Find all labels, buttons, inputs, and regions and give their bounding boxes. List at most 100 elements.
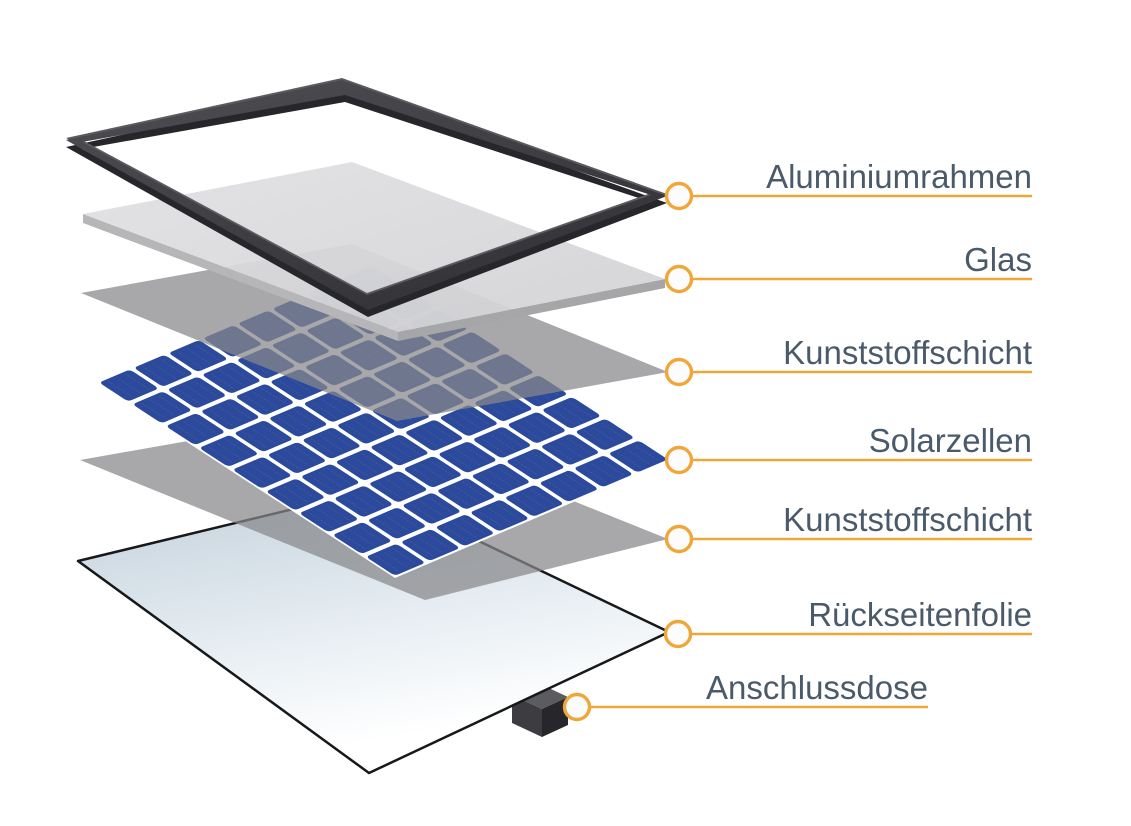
- cell-busbar: [431, 424, 455, 440]
- cell-busbar: [385, 515, 409, 531]
- cell-busbar: [414, 431, 438, 447]
- cell-busbar: [480, 475, 504, 491]
- cell-busbar: [152, 363, 176, 379]
- cell-busbar: [226, 439, 250, 455]
- cell-busbar: [635, 445, 659, 461]
- cell-busbar: [422, 428, 446, 444]
- callout-aluminium-frame: Aluminiumrahmen: [664, 158, 1032, 211]
- callout-plastic-lower: Kunststoffschicht: [664, 501, 1032, 554]
- layer-label-solar-cells: Solarzellen: [869, 422, 1032, 459]
- cell-busbar: [600, 460, 624, 476]
- cell-busbar: [453, 522, 477, 538]
- cell-busbar: [288, 377, 312, 393]
- cell-busbar: [376, 519, 400, 535]
- cell-busbar: [160, 359, 184, 375]
- cell-busbar: [108, 381, 132, 397]
- cell-busbar: [534, 416, 558, 432]
- cell-busbar: [276, 454, 300, 470]
- cell-busbar: [488, 508, 512, 524]
- cell-busbar: [142, 403, 166, 419]
- cell-busbar: [418, 537, 442, 553]
- cell-busbar: [522, 493, 546, 509]
- cell-busbar: [353, 457, 377, 473]
- cell-busbar: [228, 366, 252, 382]
- cell-busbar: [185, 385, 209, 401]
- cell-busbar: [195, 345, 219, 361]
- junction-box-side-face: [542, 697, 568, 737]
- cell-busbar: [462, 519, 486, 535]
- plastic-layer-upper: [81, 244, 668, 421]
- cell-busbar: [275, 490, 299, 506]
- aluminium-frame: [66, 78, 667, 317]
- cell-busbar: [379, 446, 403, 462]
- cell-busbar: [592, 463, 616, 479]
- cell-busbar: [515, 460, 539, 476]
- cell-busbar: [321, 399, 345, 415]
- layer-label-junction-box: Anschlussdose: [706, 669, 928, 706]
- cell-busbar: [350, 530, 374, 546]
- cell-busbar: [294, 446, 318, 462]
- cell-busbar: [524, 456, 548, 472]
- cell-busbar: [411, 504, 435, 520]
- cell-busbar: [318, 472, 342, 488]
- cell-busbar: [360, 490, 384, 506]
- cell-busbar: [354, 421, 378, 437]
- frame-ring: [66, 80, 667, 310]
- cell-busbar: [482, 438, 506, 454]
- cell-busbar: [394, 512, 418, 528]
- cell-busbar: [344, 461, 368, 477]
- cell-busbar: [593, 427, 617, 443]
- cell-busbar: [456, 449, 480, 465]
- cell-busbar: [126, 374, 150, 390]
- cell-busbar: [466, 409, 490, 425]
- cell-busbar: [312, 403, 336, 419]
- cell-busbar: [259, 461, 283, 477]
- cell-busbar: [310, 476, 334, 492]
- cell-busbar: [548, 482, 572, 498]
- glass-top-face: [83, 162, 665, 332]
- cell-busbar: [359, 527, 383, 543]
- cell-busbar: [363, 417, 387, 433]
- callout-marker: [664, 357, 694, 387]
- cell-busbar: [566, 475, 590, 491]
- layer-label-plastic-upper: Kunststoffschicht: [783, 334, 1032, 371]
- cell-busbar: [184, 421, 208, 437]
- cell-busbar: [558, 442, 582, 458]
- cell-busbar: [210, 410, 234, 426]
- cell-busbar: [328, 432, 352, 448]
- callout-marker: [664, 524, 694, 554]
- cell-busbar: [243, 432, 267, 448]
- cell-busbar: [490, 435, 514, 451]
- cell-busbar: [428, 497, 452, 513]
- cell-busbar: [244, 396, 268, 412]
- cell-busbar: [330, 395, 354, 411]
- cell-busbar: [378, 483, 402, 499]
- cell-busbar: [211, 374, 235, 390]
- cell-busbar: [292, 483, 316, 499]
- cell-busbar: [626, 449, 650, 465]
- cell-busbar: [262, 388, 286, 404]
- callout-solar-cells: Solarzellen: [664, 422, 1032, 475]
- cell-busbar: [498, 468, 522, 484]
- cell-busbar: [448, 417, 472, 433]
- cell-busbar: [384, 552, 408, 568]
- cell-busbar: [220, 370, 244, 386]
- cell-busbar: [412, 468, 436, 484]
- cell-busbar: [550, 445, 574, 461]
- cell-busbar: [208, 447, 232, 463]
- cell-busbar: [464, 446, 488, 462]
- cell-busbar: [388, 442, 412, 458]
- cell-busbar: [327, 468, 351, 484]
- layer-label-backsheet: Rückseitenfolie: [808, 596, 1032, 633]
- glass-side-right: [398, 279, 665, 341]
- callout-marker: [664, 445, 694, 475]
- cell-busbar: [396, 439, 420, 455]
- cell-busbar: [253, 392, 277, 408]
- cell-busbar: [514, 497, 538, 513]
- cell-busbar: [150, 400, 174, 416]
- cell-busbar: [362, 453, 386, 469]
- cell-busbar: [499, 431, 523, 447]
- layer-label-glass: Glas: [964, 241, 1032, 278]
